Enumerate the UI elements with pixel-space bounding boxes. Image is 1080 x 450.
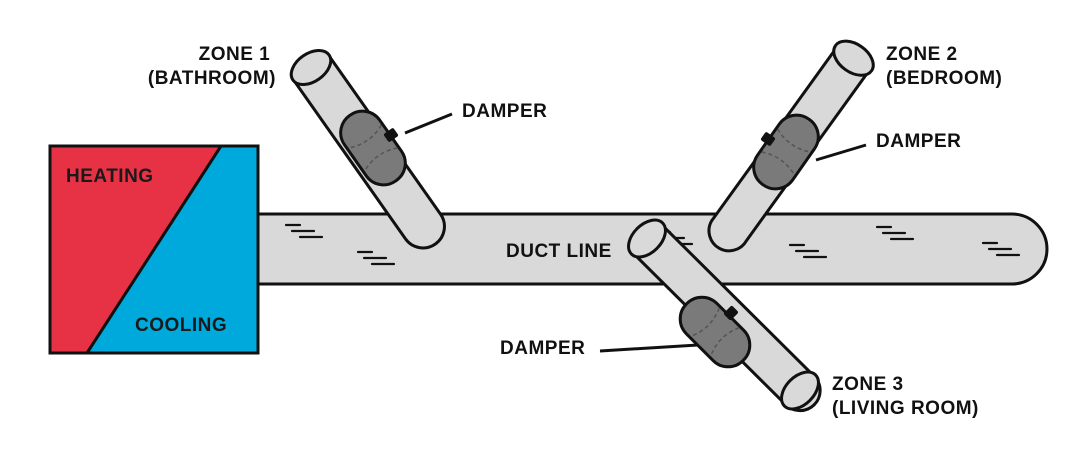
heating-section — [50, 146, 221, 353]
unit-divider — [85, 145, 223, 354]
zone-3-duct-inlet — [627, 218, 667, 259]
zone-1-label: ZONE 1 (BATHROOM) — [148, 44, 276, 89]
zone-1-damper-label: DAMPER — [462, 101, 547, 122]
zone-1-damper — [339, 109, 407, 187]
zone-3-damper-label: DAMPER — [500, 338, 585, 359]
zone-1-branch: DAMPER ZONE 1 (BATHROOM) — [148, 44, 547, 250]
zone-2-duct-opening — [832, 39, 875, 77]
zone-3-damper-leader — [599, 343, 699, 353]
zone-2-label: ZONE 2 (BEDROOM) — [886, 44, 1002, 89]
duct-line-label: DUCT LINE — [506, 241, 612, 262]
zone-2-damper-label: DAMPER — [876, 131, 961, 152]
zone-2-damper — [752, 113, 820, 191]
cooling-section — [87, 146, 258, 353]
zone-2-branch: DAMPER ZONE 2 (BEDROOM) — [707, 39, 1002, 253]
zone-3-branch: DAMPER ZONE 3 (LIVING ROOM) — [500, 218, 979, 419]
hvac-unit: HEATING COOLING — [48, 144, 260, 355]
zone-2-damper-leader — [815, 143, 867, 162]
zone-3-label: ZONE 3 (LIVING ROOM) — [832, 374, 979, 419]
zone-3-duct-opening — [780, 370, 820, 411]
cooling-label: COOLING — [135, 315, 227, 336]
zone-1-damper-leader — [404, 112, 453, 135]
zone-1-duct-opening — [289, 48, 333, 87]
zone-3-damper — [678, 295, 752, 369]
heating-label: HEATING — [66, 166, 154, 187]
